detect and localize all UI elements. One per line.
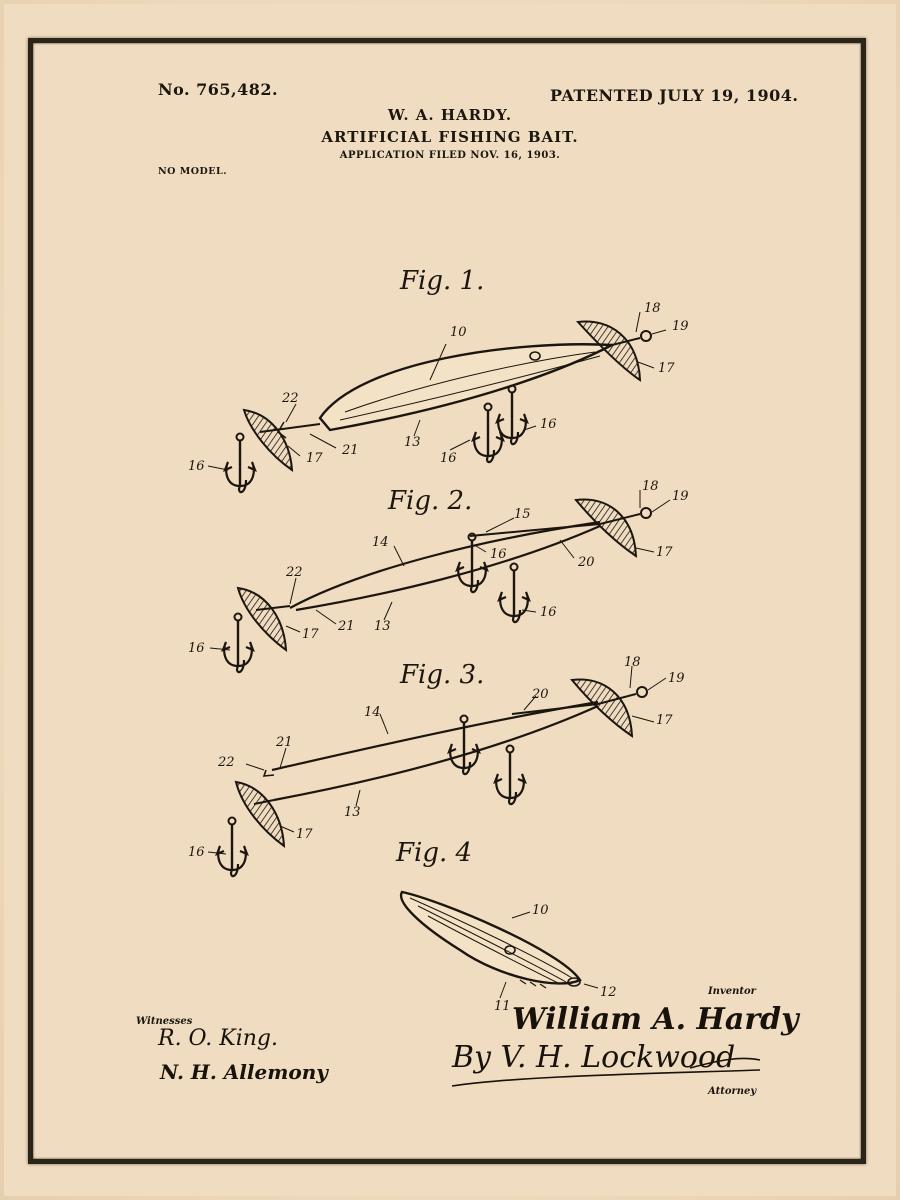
svg-text:17: 17 (656, 713, 673, 728)
svg-text:18: 18 (644, 301, 661, 316)
svg-text:18: 18 (642, 479, 659, 494)
svg-text:19: 19 (672, 489, 689, 504)
svg-text:17: 17 (306, 451, 323, 466)
figure-1-label: Fig. 1. (400, 266, 485, 296)
svg-text:11: 11 (494, 999, 511, 1014)
inventor-signature: William A. Hardy (512, 1002, 799, 1037)
svg-text:18: 18 (624, 655, 641, 670)
svg-text:22: 22 (217, 755, 235, 770)
svg-text:14: 14 (372, 535, 389, 550)
svg-text:13: 13 (404, 435, 421, 450)
figure-1-drawing: 10 18 19 17 22 21 17 13 16 16 16 (188, 301, 689, 494)
svg-text:16: 16 (540, 605, 557, 620)
inventor-name: W. A. HARDY. (387, 106, 513, 124)
patent-border-frame (28, 38, 866, 1164)
svg-text:21: 21 (337, 619, 355, 634)
svg-text:14: 14 (364, 705, 381, 720)
svg-text:21: 21 (275, 735, 293, 750)
svg-text:20: 20 (577, 555, 595, 570)
svg-text:19: 19 (668, 671, 685, 686)
svg-text:17: 17 (296, 827, 313, 842)
svg-text:10: 10 (450, 325, 467, 340)
svg-text:13: 13 (374, 619, 391, 634)
figure-3-label: Fig. 3. (400, 660, 485, 690)
svg-text:17: 17 (302, 627, 319, 642)
attorney-signature: By V. H. Lockwood (452, 1040, 736, 1075)
svg-text:16: 16 (188, 459, 205, 474)
svg-text:17: 17 (658, 361, 675, 376)
application-filed-date: APPLICATION FILED NOV. 16, 1903. (339, 150, 561, 161)
svg-text:10: 10 (532, 903, 549, 918)
witnesses-label: Witnesses (136, 1016, 193, 1027)
svg-text:22: 22 (281, 391, 299, 406)
patent-date: PATENTED JULY 19, 1904. (550, 86, 799, 105)
signature-flourishes (451, 1057, 761, 1087)
invention-title: ARTIFICIAL FISHING BAIT. (321, 128, 579, 146)
svg-text:16: 16 (188, 641, 205, 656)
svg-text:20: 20 (531, 687, 549, 702)
paper-sheet (4, 4, 896, 1196)
attorney-label: Attorney (708, 1086, 757, 1097)
svg-text:22: 22 (285, 565, 303, 580)
figure-4-label: Fig. 4 (396, 838, 473, 868)
witness-2-signature: N. H. Allemony (160, 1060, 328, 1084)
svg-text:16: 16 (440, 451, 457, 466)
svg-text:16: 16 (188, 845, 205, 860)
svg-text:19: 19 (672, 319, 689, 334)
figure-2-label: Fig. 2. (388, 486, 473, 516)
svg-text:16: 16 (490, 547, 507, 562)
svg-text:13: 13 (344, 805, 361, 820)
figure-3-drawing: 18 19 20 14 17 21 22 13 17 16 (188, 655, 685, 878)
svg-text:21: 21 (341, 443, 359, 458)
patent-number: No. 765,482. (158, 80, 279, 99)
svg-text:15: 15 (514, 507, 531, 522)
svg-text:16: 16 (540, 417, 557, 432)
svg-text:17: 17 (656, 545, 673, 560)
figure-4-drawing: 10 11 12 (399, 890, 617, 1014)
svg-text:12: 12 (600, 985, 617, 1000)
witness-1-signature: R. O. King. (158, 1026, 279, 1051)
no-model-note: NO MODEL. (158, 166, 228, 177)
figure-2-drawing: 15 18 19 14 16 20 17 22 21 17 13 16 16 (188, 479, 689, 674)
inventor-label: Inventor (708, 986, 756, 997)
